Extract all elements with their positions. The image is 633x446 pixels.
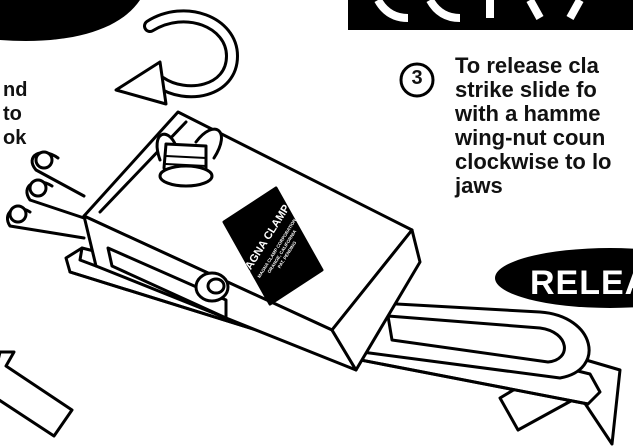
step-number: 3 <box>411 67 423 89</box>
left-line-3: ok <box>3 127 27 149</box>
step-line-6: jaws <box>455 173 503 198</box>
step-number-circle <box>399 62 435 98</box>
release-badge <box>495 248 633 308</box>
arrow-left-icon <box>0 350 74 438</box>
heading-banner-fragment <box>348 0 633 30</box>
step-line-4: wing-nut coun <box>455 125 606 150</box>
left-instruction-fragment: nd to ok <box>0 78 27 150</box>
left-line-1: nd <box>3 79 28 101</box>
corner-circle-fragment <box>0 0 140 41</box>
left-line-2: to <box>3 103 22 125</box>
step-line-2: strike slide fo <box>455 77 597 102</box>
release-badge-label: RELEA <box>530 264 633 302</box>
step-line-1: To release cla <box>455 53 599 78</box>
step-line-5: clockwise to lo <box>455 149 612 174</box>
step-3-instructions: To release cla strike slide fo with a ha… <box>455 54 612 198</box>
step-line-3: with a hamme <box>455 101 601 126</box>
magna-clamp <box>6 110 602 406</box>
circular-arrow-icon <box>114 9 240 106</box>
